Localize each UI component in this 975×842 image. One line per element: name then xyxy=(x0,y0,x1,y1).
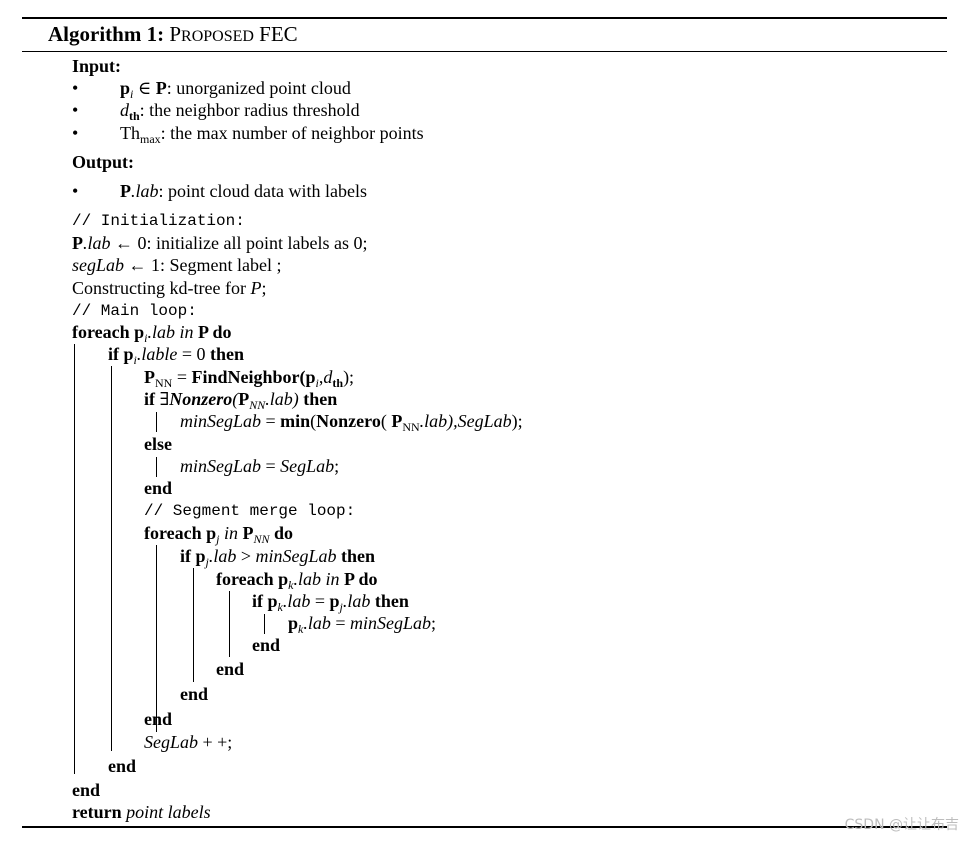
if-greater-line: if pj.lab > minSegLab then xyxy=(180,546,376,569)
end-if-equal: end xyxy=(252,635,281,655)
output-item-1: P.lab: point cloud data with labels xyxy=(120,181,367,201)
input-bullet-2: • xyxy=(72,100,79,120)
block-bar-if-unlabeled xyxy=(111,366,112,751)
block-bar-if-nonzero xyxy=(156,412,157,432)
watermark: CSDN @让让布吉 xyxy=(844,817,959,833)
foreach-neighbors-line: foreach pj in PNN do xyxy=(144,523,294,546)
min-seglab-assign-line: minSegLab = min(Nonzero( PNN.lab),SegLab… xyxy=(180,411,523,434)
else-keyword: else xyxy=(144,434,172,454)
comment-initialization: // Initialization: xyxy=(72,212,245,230)
input-item-1: pi ∈ P: unorganized point cloud xyxy=(120,78,351,101)
block-bar-if-equal xyxy=(264,614,265,634)
top-rule xyxy=(22,17,947,19)
if-unlabeled-line: if pi.lable = 0 then xyxy=(108,344,245,367)
title-rule xyxy=(22,51,947,52)
foreach-relabel-line: foreach pk.lab in P do xyxy=(216,569,378,592)
if-nonzero-line: if ∃Nonzero(PNN.lab) then xyxy=(144,389,338,412)
end-foreach-neighbors: end xyxy=(144,709,173,729)
end-foreach-points: end xyxy=(72,780,101,800)
output-heading: Output: xyxy=(72,152,135,172)
init-line-kdtree: Constructing kd-tree for P; xyxy=(72,278,267,298)
init-line-labels: P.lab ← 0: initialize all point labels a… xyxy=(72,233,368,253)
end-if-nonzero: end xyxy=(144,478,173,498)
end-if-greater: end xyxy=(180,684,209,704)
find-neighbor-line: PNN = FindNeighbor(pi,dth); xyxy=(144,367,355,390)
comment-main-loop: // Main loop: xyxy=(72,302,197,320)
input-bullet-3: • xyxy=(72,123,79,143)
block-bar-foreach-relabel xyxy=(229,591,230,657)
init-line-seglab: segLab ← 1: Segment label ; xyxy=(72,255,282,275)
seglab-assign-line: minSegLab = SegLab; xyxy=(180,456,340,476)
input-item-2: dth: the neighbor radius threshold xyxy=(120,100,360,123)
if-equal-line: if pk.lab = pj.lab then xyxy=(252,591,409,614)
bottom-rule xyxy=(22,826,947,828)
input-heading: Input: xyxy=(72,56,122,76)
block-bar-foreach-points xyxy=(74,344,75,774)
block-bar-if-greater xyxy=(193,568,194,682)
comment-segment-merge: // Segment merge loop: xyxy=(144,502,356,520)
block-bar-foreach-neighbors xyxy=(156,545,157,732)
input-item-3: Thmax: the max number of neighbor points xyxy=(120,123,424,146)
relabel-assign-line: pk.lab = minSegLab; xyxy=(288,613,437,636)
end-foreach-relabel: end xyxy=(216,659,245,679)
foreach-points-line: foreach pi.lab in P do xyxy=(72,322,232,345)
return-line: return point labels xyxy=(72,802,211,822)
algorithm-title: Algorithm 1: PROPOSED FEC xyxy=(48,22,298,46)
input-bullet-1: • xyxy=(72,78,79,98)
block-bar-else xyxy=(156,457,157,477)
seglab-increment-line: SegLab + +; xyxy=(144,732,233,752)
output-bullet-1: • xyxy=(72,181,79,201)
end-if-unlabeled: end xyxy=(108,756,137,776)
